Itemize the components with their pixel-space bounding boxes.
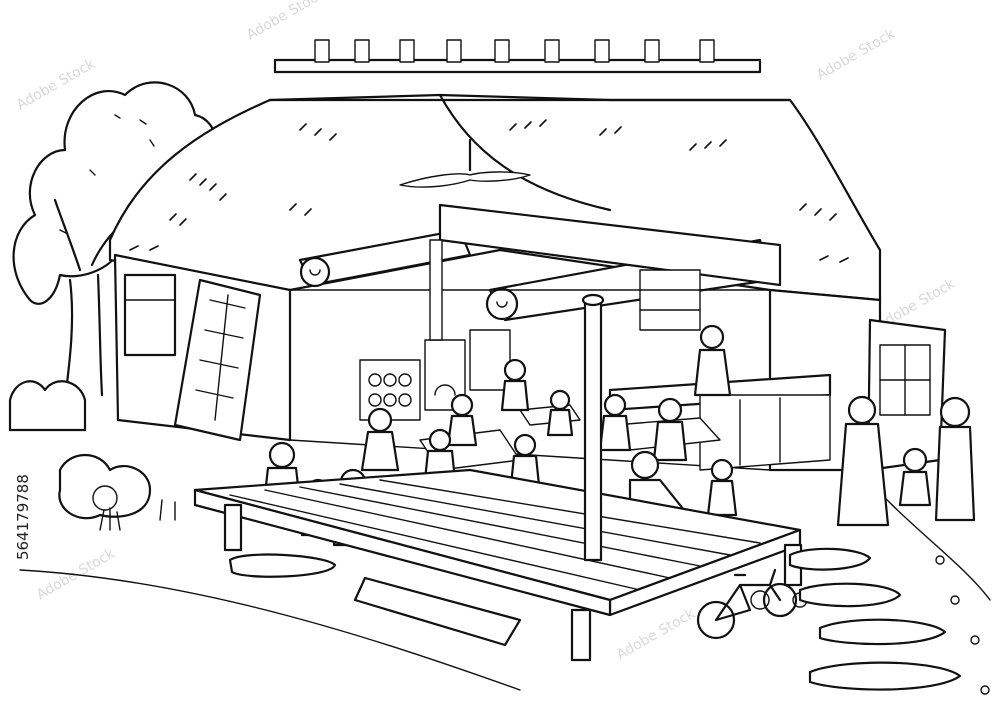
tree bbox=[12, 81, 219, 402]
stepping-stones bbox=[788, 547, 990, 695]
svg-text:Adobe Stock: Adobe Stock bbox=[814, 25, 899, 83]
svg-text:Adobe Stock: Adobe Stock bbox=[244, 0, 329, 43]
roof-beams bbox=[273, 39, 762, 74]
diner-figure-5 bbox=[500, 358, 530, 412]
diner-figure-6 bbox=[546, 389, 574, 437]
ceiling-fan-icon bbox=[399, 138, 531, 188]
diner-figure-1 bbox=[360, 407, 400, 472]
woman-figure bbox=[836, 395, 890, 527]
wooden-post bbox=[581, 293, 605, 562]
svg-text:Adobe Stock: Adobe Stock bbox=[614, 605, 699, 663]
child-figure bbox=[706, 458, 738, 517]
wooden-deck bbox=[193, 468, 803, 662]
diner-figure-8 bbox=[652, 397, 688, 462]
leaning-door bbox=[173, 278, 262, 442]
diner-figure-7 bbox=[598, 393, 632, 452]
thatch-hatching bbox=[129, 119, 849, 263]
bushes bbox=[8, 380, 176, 531]
man-figure bbox=[934, 396, 976, 522]
log-beams bbox=[298, 203, 782, 322]
chef-figure bbox=[693, 324, 732, 397]
diner-figure-2 bbox=[446, 393, 478, 447]
toddler-figure bbox=[898, 447, 932, 507]
stock-id-label: 564179788 bbox=[14, 474, 32, 560]
